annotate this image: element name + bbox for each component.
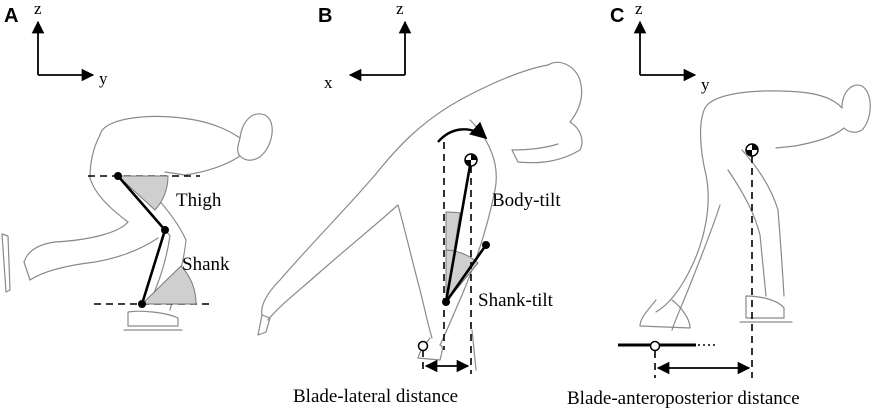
panel-letter-b: B: [318, 5, 332, 27]
panel-b: B z x: [257, 0, 583, 407]
panel-letter-c: C: [610, 5, 624, 27]
body-tilt-segment: [444, 158, 473, 304]
axis-label-y: y: [99, 69, 108, 88]
center-of-mass-icon: [464, 153, 478, 167]
blade-anteroposterior-distance-label: Blade-anteroposterior distance: [567, 388, 800, 409]
blade-marker-icon: [417, 340, 429, 352]
axis-label-z: z: [635, 0, 643, 18]
shank-label: Shank: [182, 254, 230, 275]
skater-outline-c: [639, 84, 871, 331]
axis-label-y: y: [701, 75, 710, 94]
shank-tilt-label: Shank-tilt: [478, 290, 554, 311]
knee-joint: [482, 241, 490, 249]
blade-marker-icon: [649, 340, 661, 352]
center-of-mass-icon: [745, 143, 759, 157]
skater-outline-a: [1, 113, 273, 331]
hip-joint: [114, 172, 122, 180]
knee-joint: [161, 226, 169, 234]
axes-a: z y: [31, 0, 108, 88]
blade-lateral-distance-label: Blade-lateral distance: [293, 386, 458, 407]
panel-letter-a: A: [4, 5, 18, 27]
body-tilt-label: Body-tilt: [492, 190, 561, 211]
axis-label-z: z: [34, 0, 42, 18]
axes-b: z x: [324, 0, 412, 92]
panel-a: A z y Thigh Shank: [1, 0, 273, 331]
shank-angle-wedge: [140, 265, 197, 305]
shank-tilt-segment: [444, 243, 488, 304]
thigh-label: Thigh: [176, 190, 222, 211]
axis-label-z: z: [396, 0, 404, 18]
skater-outline-b: [257, 61, 583, 371]
thigh-angle-wedge: [116, 175, 169, 211]
panel-c: C z y Blade-anteroposte: [567, 0, 871, 409]
ankle-joint: [442, 298, 450, 306]
axes-c: z y: [633, 0, 710, 94]
axis-label-x: x: [324, 73, 333, 92]
ankle-joint: [138, 300, 146, 308]
rotation-arrow-icon: [437, 121, 488, 143]
